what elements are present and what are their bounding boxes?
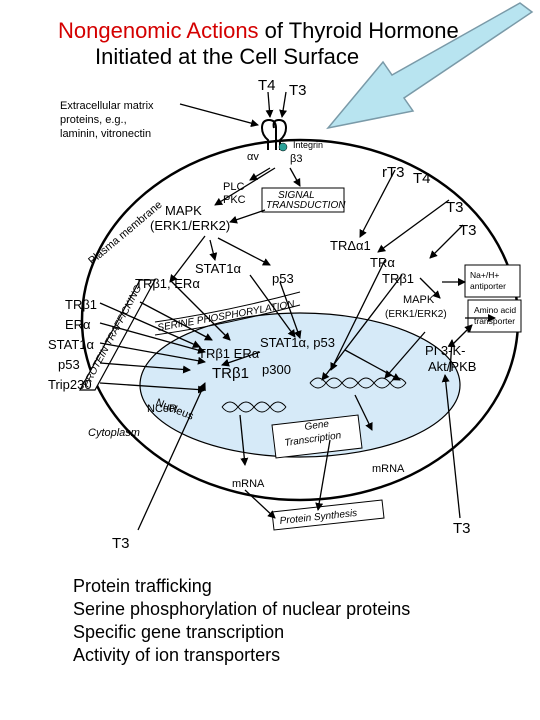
title-highlight: Nongenomic Actions xyxy=(58,18,259,43)
label-pkc: PKC xyxy=(223,194,246,206)
label-ecm-line2: proteins, e.g., xyxy=(60,114,127,126)
label-beta3: β3 xyxy=(290,153,302,165)
label-t3-right1: T3 xyxy=(446,199,464,216)
label-nuc-trb1: TRβ1 xyxy=(212,365,249,382)
big-arrow-icon xyxy=(326,2,534,130)
label-gene: Gene xyxy=(304,419,330,433)
summary-item: Specific gene transcription xyxy=(73,622,285,642)
label-left-trip230: Trip230 xyxy=(48,377,92,392)
label-nuc-stat1a-p53: STAT1α, p53 xyxy=(260,335,335,350)
signal-transduction-box xyxy=(261,187,345,213)
label-t4-top: T4 xyxy=(258,77,276,94)
label-ecm-line3: laminin, vitronectin xyxy=(60,128,151,140)
label-amino-acid-line1: Amino acid xyxy=(474,305,516,315)
title-line-1: Nongenomic Actions of Thyroid Hormone xyxy=(58,18,528,44)
label-t4-right: T4 xyxy=(413,170,431,187)
label-p53-top: p53 xyxy=(272,271,294,286)
label-mrna-right: mRNA xyxy=(372,463,405,475)
pathway-arrows xyxy=(99,91,496,531)
summary-item: Protein trafficking xyxy=(73,576,212,596)
serine-box-top xyxy=(154,291,301,323)
summary-item: Activity of ion transporters xyxy=(73,645,281,665)
label-alpha-v: αv xyxy=(247,151,259,163)
label-amino-acid-line2: transporter xyxy=(474,316,515,326)
label-left-trb1: TRβ1 xyxy=(65,297,97,312)
label-p300: p300 xyxy=(262,362,291,377)
label-mrna-left: mRNA xyxy=(232,478,265,490)
label-trb1-era: TRβ1, ERα xyxy=(135,276,200,291)
label-erk-left: (ERK1/ERK2) xyxy=(150,218,230,233)
summary-list: Protein trafficking Serine phosphorylati… xyxy=(73,575,410,667)
label-mapk-left: MAPK xyxy=(165,203,202,218)
label-nuc-trb1-era: TRβ1 ERα xyxy=(198,346,260,361)
label-t3-right2: T3 xyxy=(459,222,477,239)
label-tr-beta1-right: TRβ1 xyxy=(382,271,414,286)
label-pi3k: PI 3-K- xyxy=(425,343,465,358)
protein-synthesis-box xyxy=(271,499,385,531)
title-rest: of Thyroid Hormone xyxy=(258,18,459,43)
dna-icon xyxy=(221,377,407,413)
label-erk-right: (ERK1/ERK2) xyxy=(385,309,447,320)
label-left-p53: p53 xyxy=(58,357,80,372)
integrin-icon xyxy=(260,118,288,152)
label-ncor: NCoR xyxy=(147,403,177,415)
label-left-stat1a: STAT1α xyxy=(48,337,95,352)
label-signal: SIGNAL xyxy=(278,190,315,201)
summary-item: Serine phosphorylation of nuclear protei… xyxy=(73,599,411,619)
label-transduction: TRANSDUCTION xyxy=(266,200,346,211)
label-mapk-right: MAPK xyxy=(403,294,435,306)
label-tr-delta-a1: TRΔα1 xyxy=(330,238,371,253)
serine-box-bottom xyxy=(154,304,301,336)
label-rt3: rT3 xyxy=(382,164,405,181)
label-t3-top: T3 xyxy=(289,82,307,99)
label-plc: PLC xyxy=(223,181,244,193)
label-integrin: Integrin xyxy=(293,140,323,150)
gene-transcription-box xyxy=(271,414,363,459)
label-ecm-line1: Extracellular matrix xyxy=(60,100,154,112)
label-na-h-line1: Na+/H+ xyxy=(470,270,499,280)
label-na-h-line2: antiporter xyxy=(470,281,506,291)
label-tr-alpha: TRα xyxy=(370,255,395,270)
label-akt: Akt/PKB xyxy=(428,359,476,374)
title-line-2: Initiated at the Cell Surface xyxy=(95,44,360,69)
label-t3-bottom-left: T3 xyxy=(112,535,130,552)
label-stat1a-top: STAT1α xyxy=(195,261,242,276)
nucleus xyxy=(139,312,461,458)
protein-trafficking-box xyxy=(78,279,157,391)
na-h-antiporter-box xyxy=(464,264,521,298)
label-t3-bottom-right: T3 xyxy=(453,520,471,537)
label-cytoplasm: Cytoplasm xyxy=(88,427,140,439)
label-left-era: ERα xyxy=(65,317,91,332)
